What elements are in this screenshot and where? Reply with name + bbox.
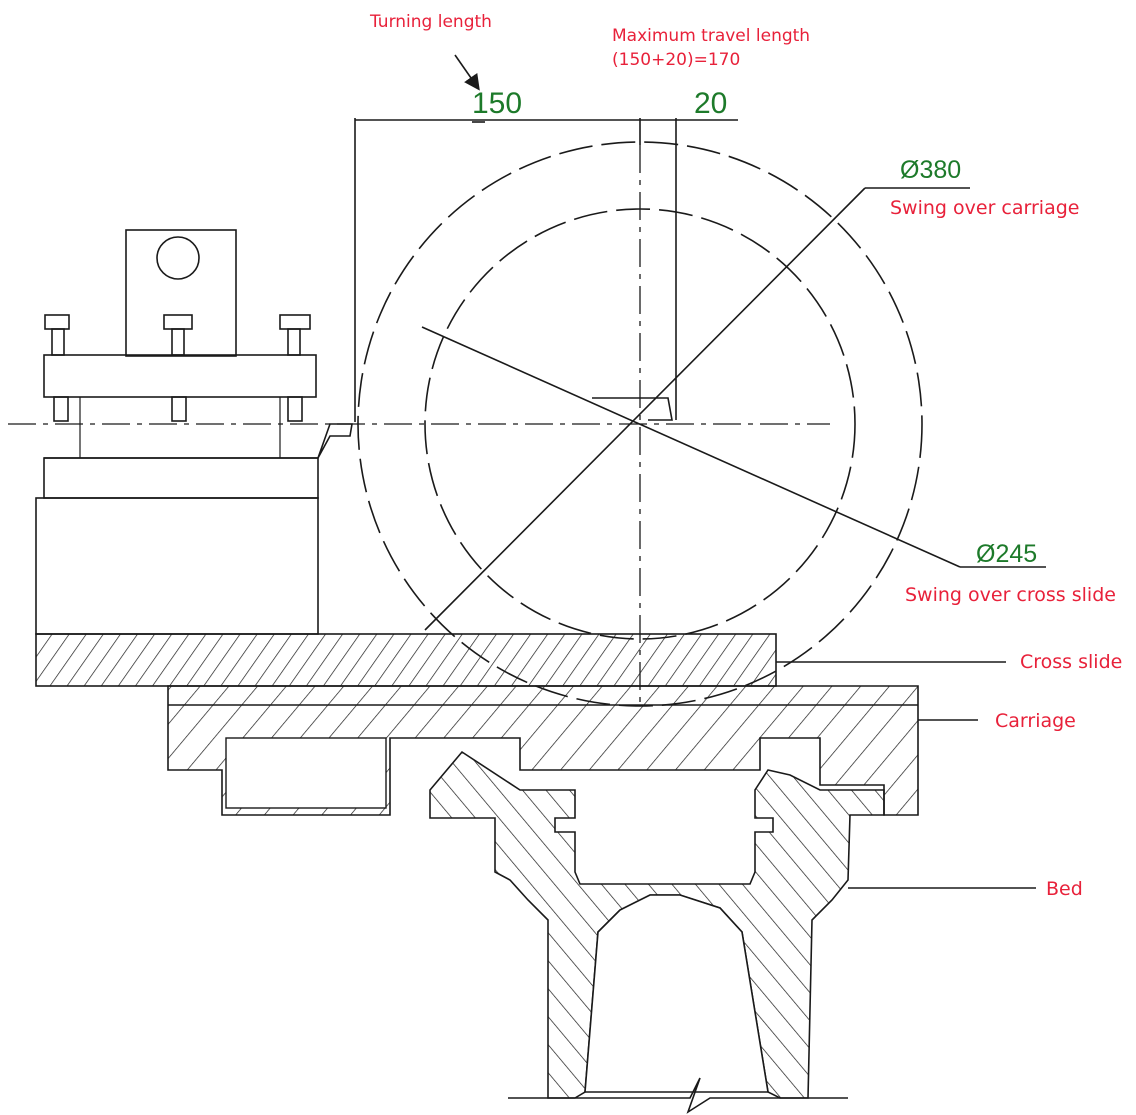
carriage-label: Carriage [995, 710, 1076, 732]
diameter-leaders [421, 187, 1046, 631]
dimension-dia-380: Ø380 [900, 156, 961, 184]
dimension-20: 20 [694, 87, 727, 120]
turning-length-label: Turning length [369, 12, 492, 32]
tool-post [35, 229, 353, 635]
tool-tip [592, 397, 673, 421]
dimension-values: 150 20 Ø380 Ø245 [472, 87, 1037, 568]
swing-cross-slide-label: Swing over cross slide [905, 584, 1116, 606]
turning-length-arrow [454, 54, 480, 91]
carriage-body [167, 685, 978, 816]
red-labels: Turning length Maximum travel length (15… [369, 12, 1122, 900]
bolt-left [44, 314, 70, 422]
cross-slide-body [35, 633, 777, 687]
swing-carriage-label: Swing over carriage [890, 197, 1079, 219]
dimension-dia-245: Ø245 [976, 540, 1037, 568]
max-travel-formula: (150+20)=170 [612, 50, 740, 70]
dimension-lines [354, 118, 738, 422]
bolt-middle [163, 314, 193, 422]
center-lines [8, 145, 830, 705]
dimension-150: 150 [472, 87, 522, 120]
cross-slide-label: Cross slide [1020, 651, 1122, 673]
bolt-right [279, 314, 311, 422]
bed-label: Bed [1046, 878, 1083, 900]
max-travel-label: Maximum travel length [612, 26, 810, 46]
bed-body [429, 750, 1036, 1114]
